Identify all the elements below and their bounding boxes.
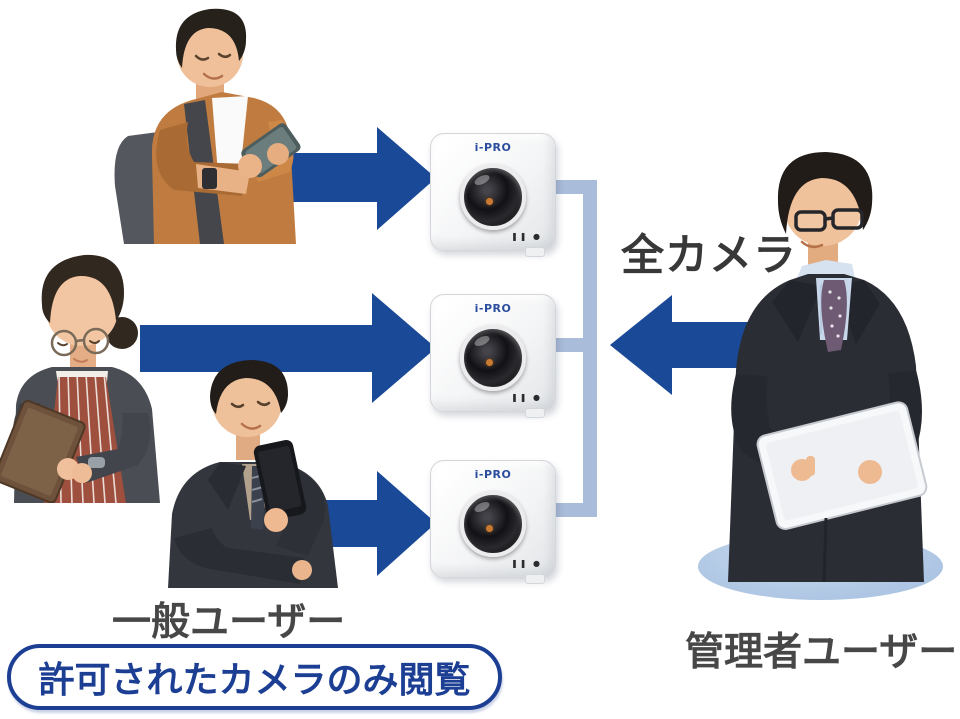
camera-indicator-icons: ❚❚ ● [511, 559, 542, 568]
general-user-1-photo [114, 8, 301, 244]
camera-1: i-PRO ❚❚ ● [430, 133, 556, 257]
camera-3: i-PRO ❚❚ ● [430, 460, 556, 584]
camera-lens-icon [460, 163, 526, 230]
general-user-3-photo [168, 360, 338, 588]
arrow-right-icon [250, 471, 436, 576]
permission-badge-label: 許可されたカメラのみ閲覧 [38, 660, 471, 701]
camera-brand-label: i-PRO [474, 468, 512, 481]
camera-2: i-PRO ❚❚ ● [430, 294, 556, 418]
arrow-right-icon [255, 127, 436, 230]
camera-brand-label: i-PRO [474, 302, 512, 315]
permission-badge: 許可されたカメラのみ閲覧 [7, 644, 502, 710]
camera-brand-label: i-PRO [474, 141, 512, 154]
camera-mount-foot [525, 574, 545, 584]
camera-lens-icon [460, 490, 526, 557]
camera-mount-foot [525, 247, 545, 257]
arrow-right-icon [140, 293, 436, 403]
camera-link-bracket-icon [552, 180, 597, 517]
label-admin-user: 管理者ユーザー [685, 630, 958, 675]
admin-user-photo [728, 152, 928, 582]
arrow-left-icon [610, 295, 758, 395]
camera-indicator-icons: ❚❚ ● [511, 393, 542, 402]
camera-mount-foot [525, 408, 545, 418]
label-general-users: 一般ユーザー [112, 600, 346, 645]
label-all-cameras: 全カメラ [621, 231, 797, 281]
general-user-2-photo [0, 254, 160, 503]
camera-indicator-icons: ❚❚ ● [511, 232, 542, 241]
camera-lens-icon [460, 324, 526, 391]
